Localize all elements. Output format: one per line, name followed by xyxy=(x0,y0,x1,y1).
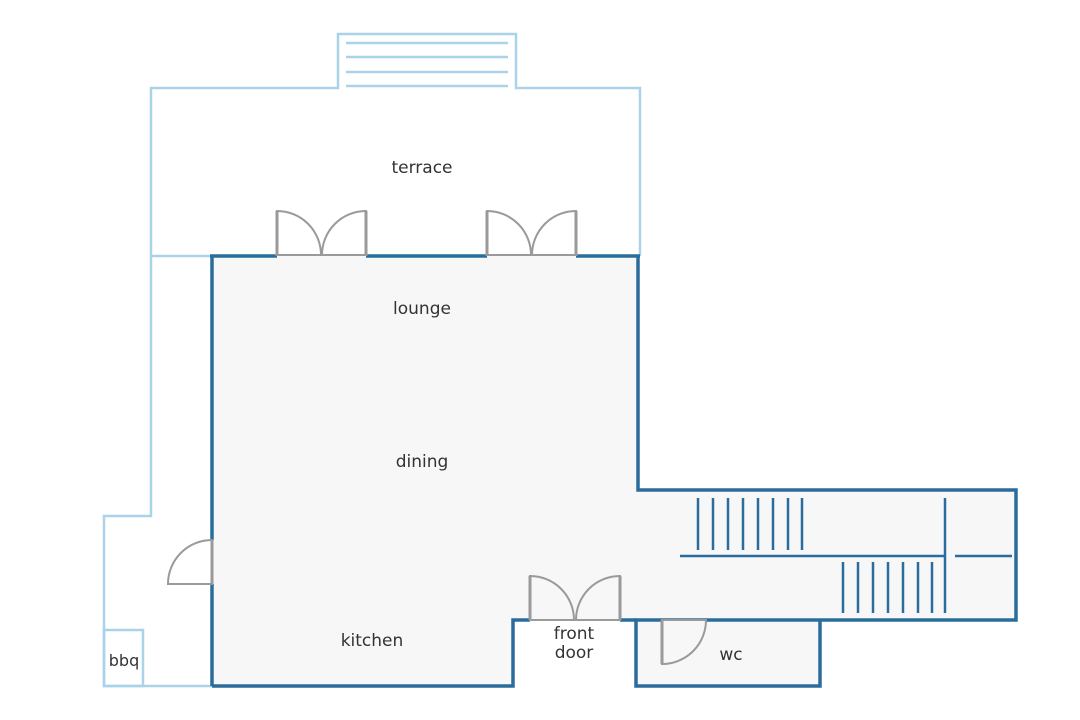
door-swing xyxy=(530,209,577,256)
door-swing xyxy=(276,209,323,256)
terrace-steps xyxy=(346,41,508,88)
main-wall xyxy=(212,618,530,688)
terrace-door-left[interactable] xyxy=(275,209,368,256)
terrace-outer-wall xyxy=(149,32,642,258)
wc-door[interactable] xyxy=(660,619,708,666)
door-swing xyxy=(574,574,621,621)
door-swing xyxy=(486,209,533,256)
door-swing xyxy=(320,209,367,256)
door-swing xyxy=(529,574,576,621)
kitchen-label: kitchen xyxy=(341,631,404,651)
front-door[interactable] xyxy=(528,574,622,621)
bbq-label: bbq xyxy=(109,651,139,670)
terrace-label: terrace xyxy=(391,158,452,178)
side-door[interactable] xyxy=(166,538,214,585)
lounge-label: lounge xyxy=(393,299,451,319)
wc-label: wc xyxy=(719,645,742,665)
front-door-label-line2: door xyxy=(555,643,594,663)
dining-label: dining xyxy=(396,452,449,472)
main-wall xyxy=(634,256,1018,688)
bbq-box xyxy=(102,628,145,688)
front-door-label-line1: front xyxy=(554,624,595,644)
main-walls xyxy=(210,254,1018,688)
terrace-door-right[interactable] xyxy=(485,209,578,256)
door-swing xyxy=(166,538,213,585)
main-floor xyxy=(212,256,1016,686)
staircase xyxy=(680,498,1012,613)
side-path-wall xyxy=(102,256,212,688)
